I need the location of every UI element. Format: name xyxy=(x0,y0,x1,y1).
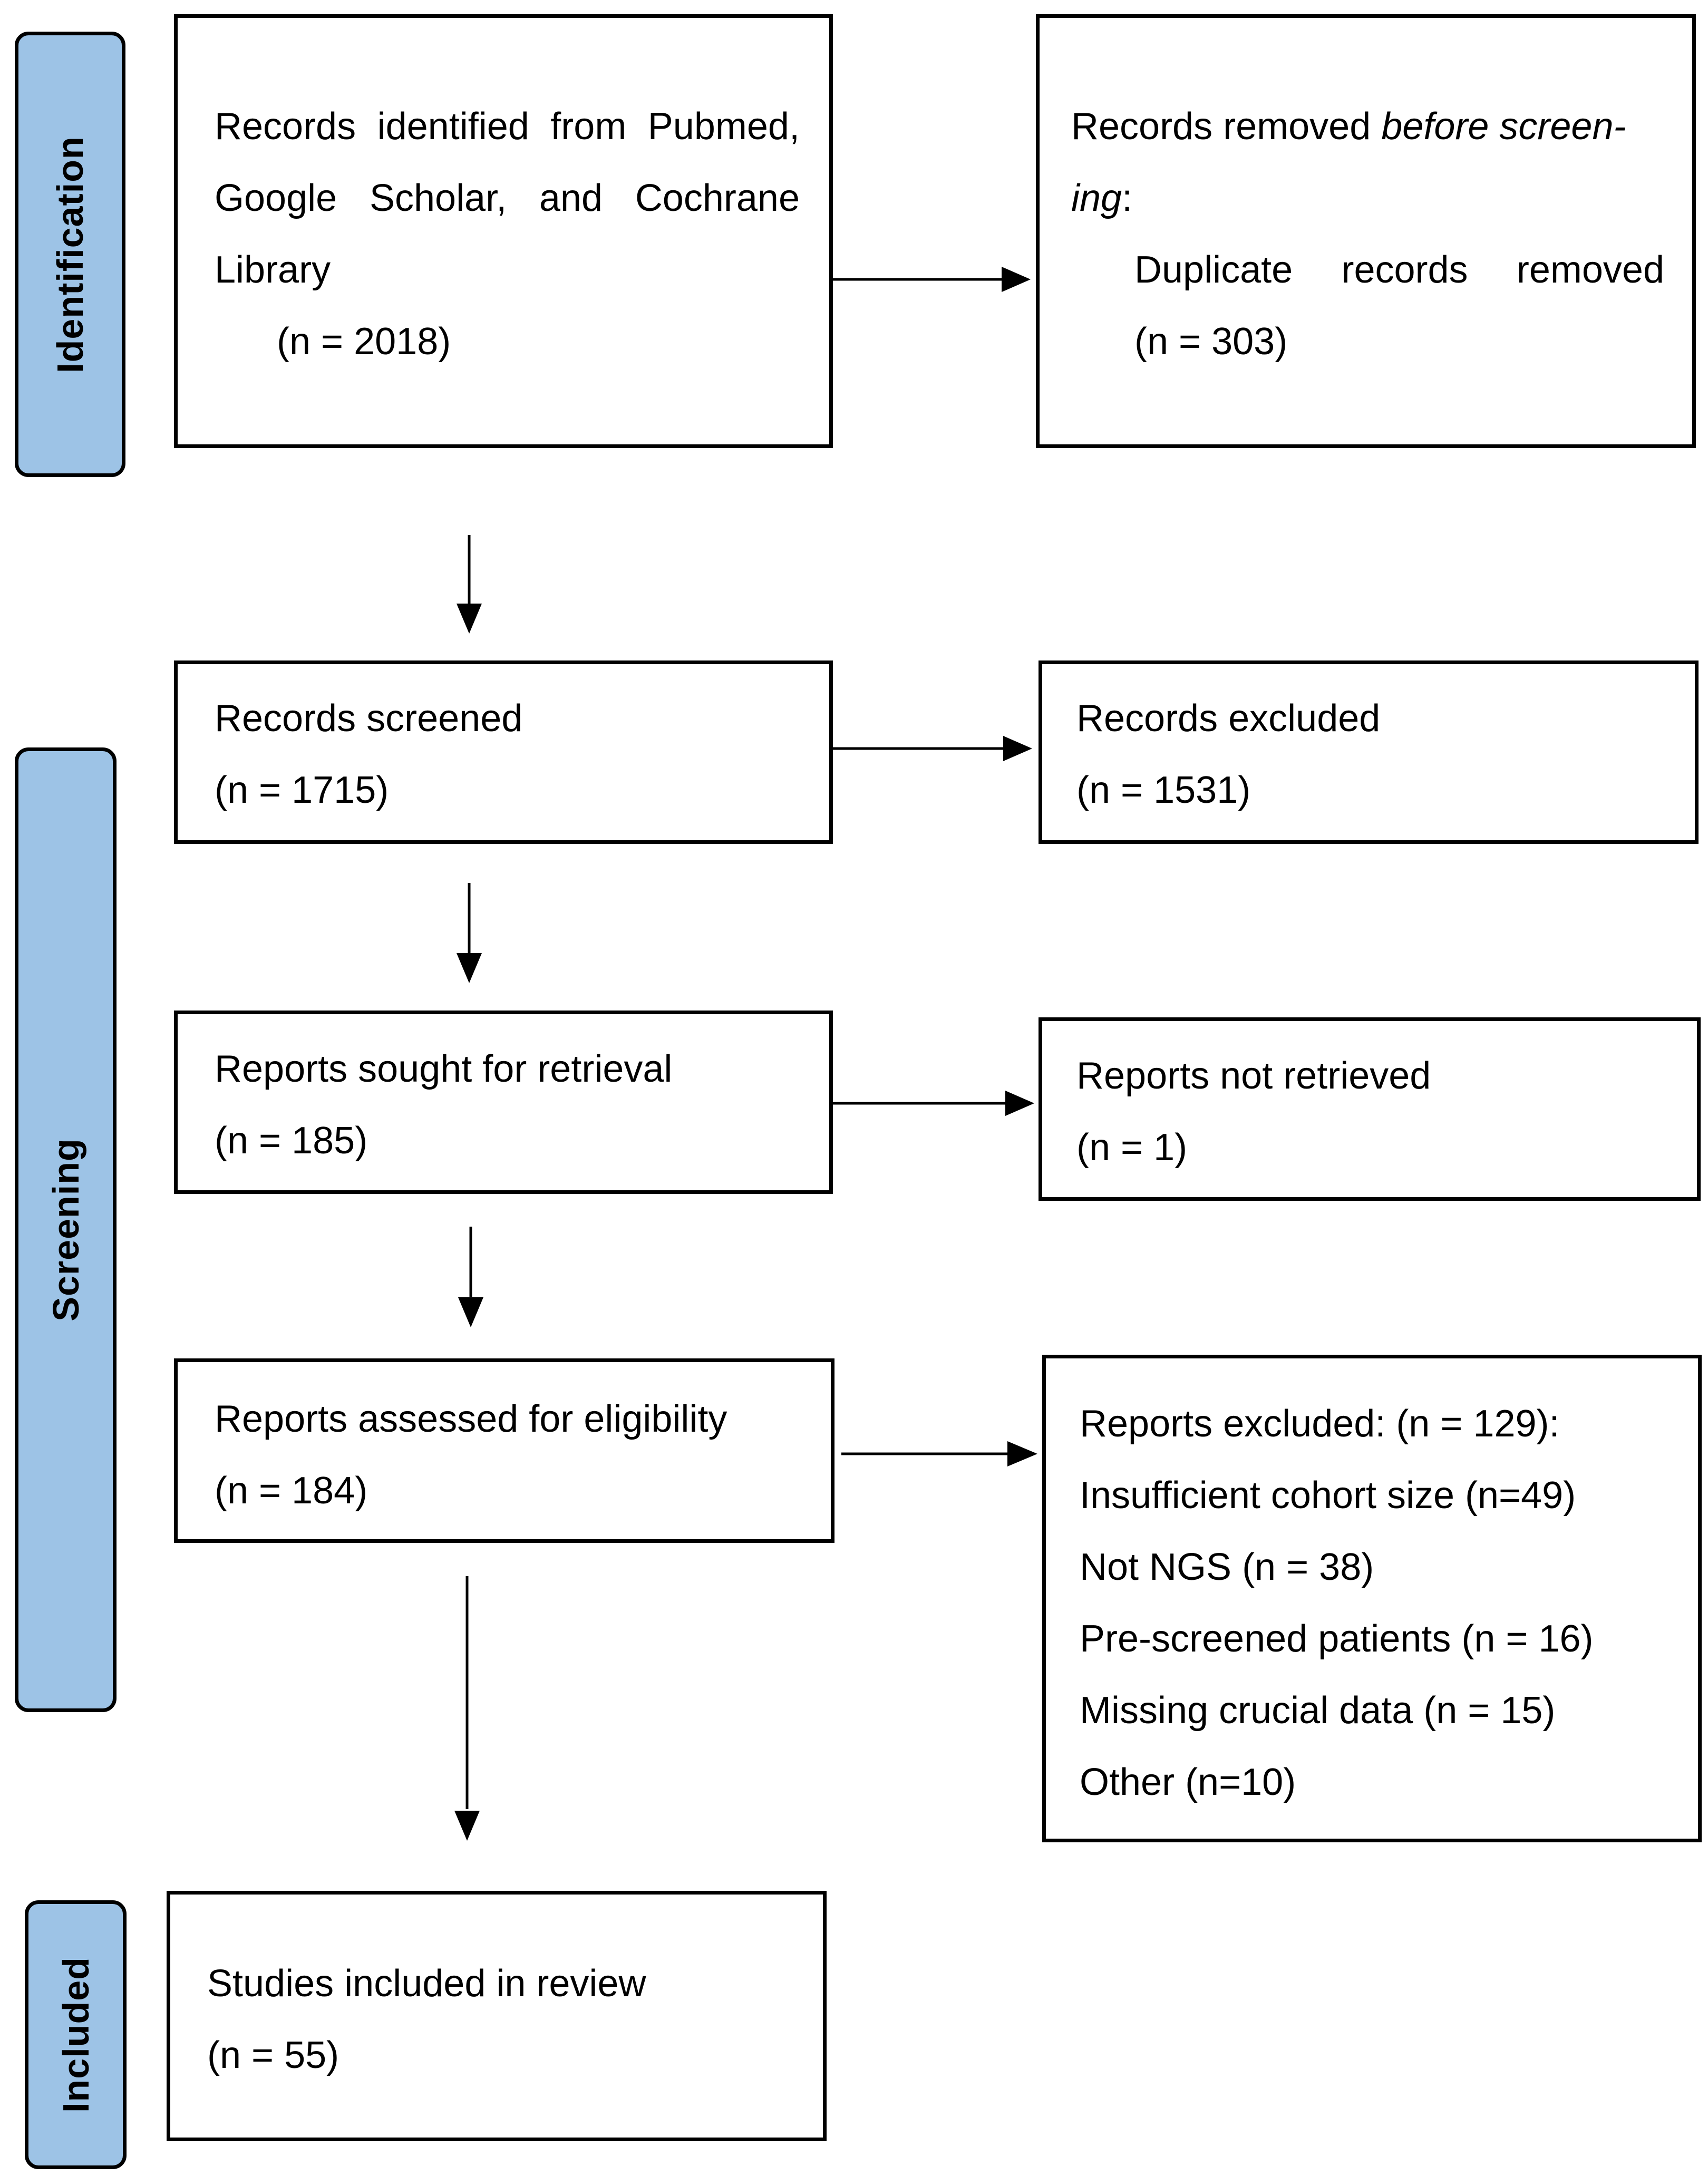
arrowhead xyxy=(1005,1091,1034,1116)
records-identified-line1: Records identified from Pubmed, xyxy=(215,108,800,145)
word: Cochrane xyxy=(635,177,800,219)
records-identified-box: Records identified from Pubmed, Google S… xyxy=(174,14,833,448)
word: Records xyxy=(215,105,356,148)
records-excluded-count: (n = 1531) xyxy=(1076,769,1251,811)
arrowhead xyxy=(454,1811,480,1841)
studies-included-box: Studies included in review (n = 55) xyxy=(167,1891,827,2141)
reports-assessed-count: (n = 184) xyxy=(215,1470,368,1512)
records-removed-line2: ing: xyxy=(1071,179,1132,217)
reports-excluded-line: Not NGS (n = 38) xyxy=(1080,1546,1374,1588)
reports-excluded-line: Other (n=10) xyxy=(1080,1761,1296,1803)
reports-excluded-line: Insufficient cohort size (n=49) xyxy=(1080,1474,1576,1517)
studies-included-count: (n = 55) xyxy=(207,2034,339,2076)
word: removed xyxy=(1516,249,1664,291)
reports-not-retrieved-label: Reports not retrieved xyxy=(1076,1055,1431,1097)
arrowhead xyxy=(1007,1441,1037,1466)
records-removed-line1: Records removed before screen- xyxy=(1071,108,1626,145)
arrowhead xyxy=(458,1297,483,1327)
reports-excluded-line: Missing crucial data (n = 15) xyxy=(1080,1689,1556,1732)
reports-assessed-label: Reports assessed for eligibility xyxy=(215,1398,727,1440)
phase-included: Included xyxy=(25,1900,127,2169)
records-removed-detail: Duplicate records removed xyxy=(1134,251,1664,289)
word: identified xyxy=(377,105,529,148)
reports-excluded-line: Pre-screened patients (n = 16) xyxy=(1080,1618,1594,1660)
records-removed-box: Records removed before screen- ing: Dupl… xyxy=(1036,14,1696,448)
records-removed-italic-a: before screen- xyxy=(1381,105,1626,148)
reports-assessed-box: Reports assessed for eligibility (n = 18… xyxy=(174,1358,834,1543)
records-screened-label: Records screened xyxy=(215,697,523,740)
word: Scholar, xyxy=(369,177,507,219)
records-identified-line3: Library xyxy=(215,249,331,291)
phase-screening: Screening xyxy=(15,747,117,1712)
arrowhead xyxy=(1003,736,1032,761)
records-screened-count: (n = 1715) xyxy=(215,769,389,811)
studies-included-label: Studies included in review xyxy=(207,1963,646,2005)
records-removed-italic-b: ing xyxy=(1071,177,1122,219)
word: from xyxy=(550,105,627,148)
records-excluded-box: Records excluded (n = 1531) xyxy=(1039,660,1699,844)
reports-excluded-box: Reports excluded: (n = 129): Insufficien… xyxy=(1042,1355,1702,1842)
records-excluded-label: Records excluded xyxy=(1076,697,1381,740)
records-identified-line2: Google Scholar, and Cochrane xyxy=(215,179,800,217)
reports-excluded-line: Reports excluded: (n = 129): xyxy=(1080,1403,1560,1445)
phase-identification: Identification xyxy=(15,32,125,477)
records-removed-count: (n = 303) xyxy=(1134,320,1288,363)
word: records xyxy=(1341,249,1468,291)
arrowhead xyxy=(1002,267,1031,292)
records-screened-box: Records screened (n = 1715) xyxy=(174,660,833,844)
arrowhead xyxy=(457,604,482,634)
arrowhead xyxy=(457,953,482,983)
records-removed-colon: : xyxy=(1122,177,1133,219)
word: and xyxy=(539,177,603,219)
reports-sought-count: (n = 185) xyxy=(215,1120,368,1162)
reports-not-retrieved-box: Reports not retrieved (n = 1) xyxy=(1039,1017,1701,1201)
records-removed-prefix: Records removed xyxy=(1071,105,1382,148)
word: Duplicate xyxy=(1134,249,1293,291)
reports-sought-label: Reports sought for retrieval xyxy=(215,1048,673,1090)
reports-sought-box: Reports sought for retrieval (n = 185) xyxy=(174,1011,833,1194)
word: Google xyxy=(215,177,337,219)
records-identified-count: (n = 2018) xyxy=(277,320,451,363)
reports-not-retrieved-count: (n = 1) xyxy=(1076,1126,1188,1169)
word: Pubmed, xyxy=(647,105,800,148)
